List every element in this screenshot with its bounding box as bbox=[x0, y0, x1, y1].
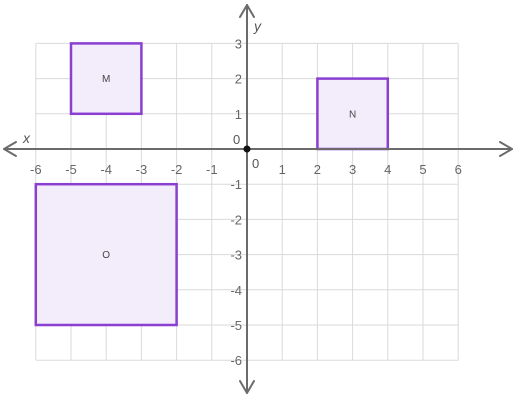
origin-point bbox=[243, 145, 251, 153]
y-tick-label: -4 bbox=[230, 283, 242, 298]
x-tick-label: 3 bbox=[349, 162, 356, 177]
x-tick-label: 2 bbox=[314, 162, 321, 177]
x-tick-label: 5 bbox=[419, 162, 426, 177]
x-tick-label: -2 bbox=[171, 162, 183, 177]
x-tick-label: 1 bbox=[279, 162, 286, 177]
x-tick-label: 4 bbox=[384, 162, 391, 177]
x-tick-label: -1 bbox=[206, 162, 218, 177]
square-n bbox=[316, 77, 390, 151]
x-tick-label: -3 bbox=[136, 162, 148, 177]
x-axis-right-arrow-icon bbox=[499, 141, 513, 157]
y-axis-label: y bbox=[253, 18, 262, 34]
shapes: M N O bbox=[34, 42, 390, 327]
square-o bbox=[34, 182, 178, 327]
y-tick-label: -5 bbox=[230, 318, 242, 333]
square-n-label: N bbox=[349, 109, 356, 120]
y-tick-label: -2 bbox=[230, 212, 242, 227]
x-tick-label: -5 bbox=[65, 162, 77, 177]
y-axis-down-arrow-icon bbox=[239, 380, 255, 394]
axes bbox=[3, 4, 513, 394]
y-axis-up-arrow-icon bbox=[239, 4, 255, 18]
origin-x-label: 0 bbox=[252, 156, 259, 171]
labels: x y 0 0 -6 -5 -4 -3 -2 -1 1 2 3 4 5 6 3 2 1 -1 -2 -3 -4 -5 -… bbox=[22, 18, 462, 368]
x-tick-label: -6 bbox=[30, 162, 42, 177]
y-tick-label: 1 bbox=[235, 107, 242, 122]
square-m-label: M bbox=[102, 74, 110, 85]
y-tick-label: 3 bbox=[235, 36, 242, 51]
x-axis-left-arrow-icon bbox=[3, 141, 17, 157]
x-tick-label: 6 bbox=[455, 162, 462, 177]
y-tick-label: -3 bbox=[230, 248, 242, 263]
x-tick-label: -4 bbox=[100, 162, 112, 177]
square-m bbox=[69, 42, 143, 116]
square-o-label: O bbox=[102, 250, 110, 261]
y-tick-label: 2 bbox=[235, 72, 242, 87]
x-axis-label: x bbox=[22, 130, 31, 146]
y-tick-label: -1 bbox=[230, 177, 242, 192]
origin-y-label: 0 bbox=[233, 132, 240, 147]
y-tick-label: -6 bbox=[230, 353, 242, 368]
